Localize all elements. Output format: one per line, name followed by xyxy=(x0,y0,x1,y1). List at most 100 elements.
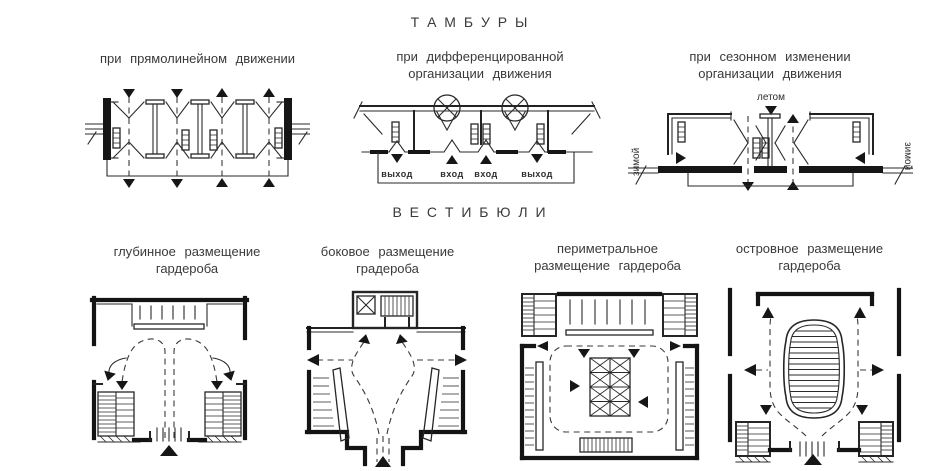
exit-label: выход xyxy=(381,169,413,179)
entrance-counter xyxy=(579,437,633,453)
radiator-icon xyxy=(470,123,479,145)
exit-arrow xyxy=(307,354,319,366)
flow-arrow xyxy=(670,341,681,351)
tambour-seasonal-plan: летом зимой зимой xyxy=(628,92,913,191)
radiator-icon xyxy=(181,129,190,151)
caption-vestibule-perimeter: периметральное размещение гардероба xyxy=(534,241,681,273)
radiator-icon xyxy=(852,121,861,143)
cloakroom-counter xyxy=(535,361,544,451)
flow-arrow xyxy=(537,341,548,351)
cloakroom-counter xyxy=(422,367,440,442)
caption-vestibule-island: островное размещение гардероба xyxy=(735,241,884,273)
wall-pier xyxy=(284,98,292,160)
flow-arrow xyxy=(123,179,135,188)
radiator-icon xyxy=(677,121,686,143)
caption-tambour-differentiated: при дифференцированной организации движе… xyxy=(396,49,564,81)
base-wall xyxy=(799,166,883,173)
outer-contour xyxy=(106,159,289,177)
revolving-door-icon xyxy=(433,94,461,122)
flow-arrow xyxy=(171,179,183,188)
radiator-icon xyxy=(112,127,121,149)
entry-label: вход xyxy=(474,169,497,179)
coat-rack xyxy=(525,367,694,446)
door-swings xyxy=(363,111,591,135)
cloakroom-counter xyxy=(565,329,654,336)
winter-label: зимой xyxy=(631,148,642,176)
flow-arrow xyxy=(578,349,590,358)
flow-lines xyxy=(101,338,238,438)
door-swings xyxy=(733,119,809,165)
door-swings xyxy=(112,101,283,159)
flow-arrow xyxy=(855,152,865,164)
entrance xyxy=(375,436,391,467)
flow-arrow xyxy=(171,89,183,98)
coat-rack xyxy=(569,299,646,325)
caption-tambour-seasonal: при сезонном изменении организации движе… xyxy=(689,49,851,81)
vestibule-perimeter-plan xyxy=(519,291,700,461)
exit-door xyxy=(388,140,406,163)
winter-label: зимой xyxy=(902,142,913,170)
flow-arrow xyxy=(676,152,686,164)
flow-arrow xyxy=(394,332,408,345)
coat-rack xyxy=(313,377,459,427)
radiator-icon xyxy=(274,127,283,149)
revolving-door-icon xyxy=(501,94,529,122)
cloakroom-counter xyxy=(133,323,205,330)
flow-arrow xyxy=(216,88,228,97)
entrance xyxy=(156,427,182,456)
left-lobby-wall xyxy=(667,111,732,155)
flow-arrow xyxy=(787,114,799,123)
wall-break-right xyxy=(291,123,310,145)
entry-door xyxy=(477,139,495,164)
bottom-wall xyxy=(304,429,368,467)
exit-door xyxy=(528,140,546,163)
entry-arrow xyxy=(804,454,822,465)
flow-lines xyxy=(744,307,884,437)
tambour-straight-plan xyxy=(85,88,310,188)
base-wall xyxy=(658,166,742,173)
flow-arrow xyxy=(872,364,884,376)
staircase xyxy=(198,391,242,443)
flow-lines xyxy=(123,88,275,188)
flow-arrow xyxy=(762,307,774,318)
flow-arrow xyxy=(744,364,756,376)
flow-arrow xyxy=(216,178,228,187)
flow-arrow xyxy=(854,307,866,318)
staircase xyxy=(735,421,771,463)
exit-label: выход xyxy=(521,169,553,179)
flow-arrow xyxy=(358,332,372,345)
exit-arrow xyxy=(455,354,467,366)
radiator-icon xyxy=(209,129,218,151)
caption-tambour-straight: при прямолинейном движении xyxy=(99,51,296,66)
door-posts xyxy=(145,99,255,159)
wall-break-left xyxy=(628,165,659,185)
vestibule-island-plan xyxy=(727,287,902,465)
entry-door xyxy=(443,139,461,164)
flow-arrow xyxy=(116,381,128,390)
elevator-block xyxy=(589,357,631,417)
staircase xyxy=(662,293,698,337)
flow-arrow xyxy=(101,370,116,383)
staircase xyxy=(380,295,414,329)
island-cloakroom xyxy=(782,319,846,419)
flow-arrow xyxy=(223,370,238,383)
flow-arrow xyxy=(638,396,648,408)
flow-arrow xyxy=(856,405,868,415)
wall-pier xyxy=(103,98,111,160)
staircase xyxy=(858,421,894,463)
flow-lines xyxy=(537,341,681,433)
right-lobby-wall xyxy=(809,111,874,155)
vestibule-deep-plan xyxy=(89,295,250,456)
coat-rack xyxy=(139,305,196,320)
entry-arrow xyxy=(375,456,391,467)
base-wall xyxy=(754,166,787,173)
flow-arrow xyxy=(570,380,580,392)
bottom-wall xyxy=(400,429,468,467)
flow-arrow xyxy=(123,89,135,98)
staircase xyxy=(521,293,557,337)
flow-arrow xyxy=(263,178,275,187)
wall-break-left xyxy=(85,123,104,145)
flow-arrow xyxy=(760,405,772,415)
outer-contour xyxy=(377,151,575,184)
